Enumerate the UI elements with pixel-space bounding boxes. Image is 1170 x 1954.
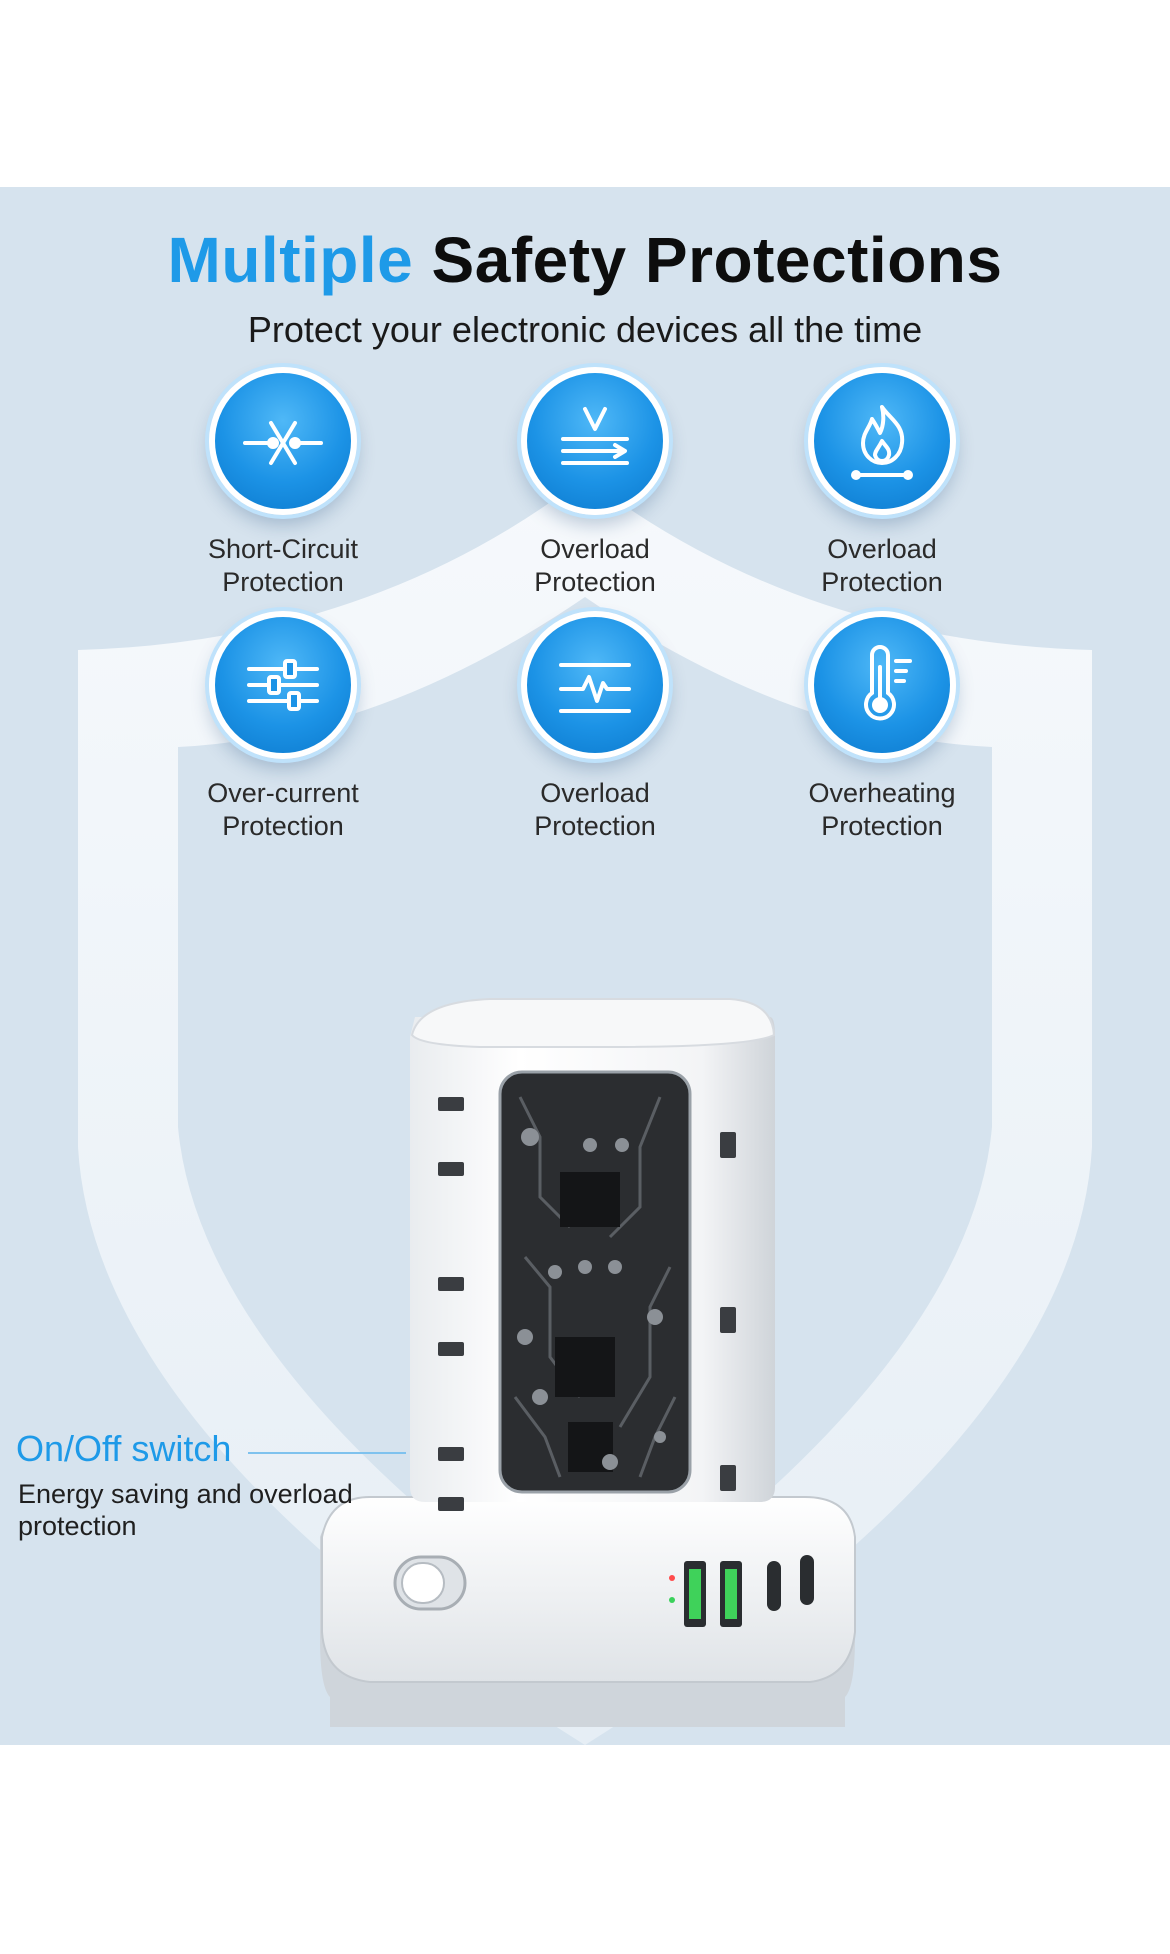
feature-icon-circle — [209, 611, 357, 759]
feature-over-current: Over-current Protection — [153, 611, 413, 843]
feature-label: Overload Protection — [534, 534, 656, 597]
subtitle: Protect your electronic devices all the … — [247, 309, 923, 350]
feature-icon-circle — [521, 367, 669, 515]
current-sliders-icon — [247, 659, 319, 711]
headline-rest: Safety Protections — [431, 224, 1003, 296]
feature-overheating: Overheating Protection — [752, 611, 1012, 843]
feature-label: Overheating Protection — [808, 778, 956, 841]
voltage-overload-icon — [561, 407, 629, 465]
feature-label: Short-Circuit Protection — [207, 534, 359, 597]
feature-icon-circle — [808, 367, 956, 515]
headline: Multiple Safety Protections — [0, 223, 1170, 297]
feature-icon-circle — [808, 611, 956, 759]
short-circuit-icon — [243, 421, 323, 465]
feature-label: Over-current Protection — [207, 778, 359, 841]
thermometer-icon — [864, 645, 912, 721]
feature-pulse-overload: Overload Protection — [465, 611, 725, 843]
feature-label: Overload Protection — [821, 534, 943, 597]
feature-icon-circle — [209, 367, 357, 515]
switch-callout-description: Energy saving and overload protection — [18, 1479, 353, 1541]
switch-callout-title: On/Off switch — [16, 1428, 232, 1469]
feature-short-circuit: Short-Circuit Protection — [153, 367, 413, 599]
flame-icon — [851, 405, 913, 480]
power-tower-image — [320, 998, 856, 1727]
headline-accent: Multiple — [167, 224, 414, 296]
protections-panel: Multiple Safety Protections Protect your… — [0, 187, 1170, 1745]
feature-label: Overload Protection — [534, 778, 656, 841]
feature-voltage-overload: Overload Protection — [465, 367, 725, 599]
pulse-wave-icon — [559, 663, 631, 713]
feature-icon-circle — [521, 611, 669, 759]
switch-callout-line — [248, 1452, 406, 1454]
feature-fire-overload: Overload Protection — [752, 367, 1012, 599]
